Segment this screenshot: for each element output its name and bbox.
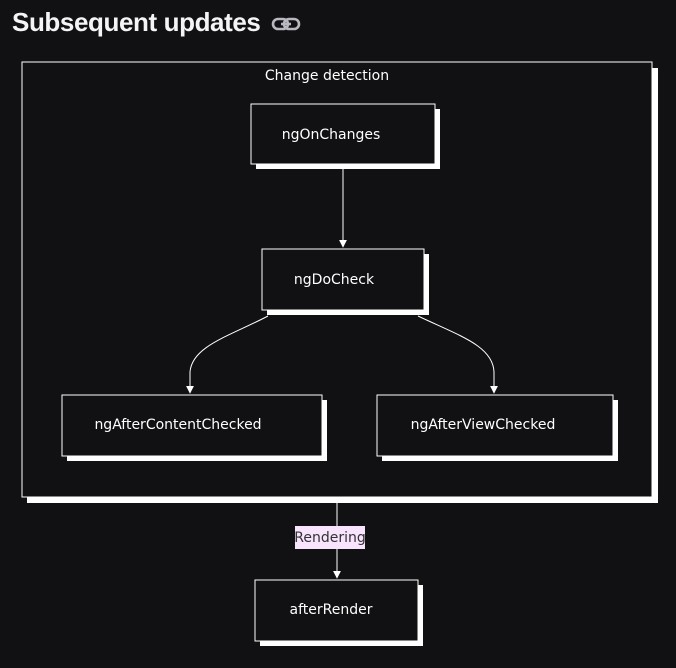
node-label: ngAfterContentChecked [94, 417, 261, 433]
edge-docheck-to-aftercontentchecked [186, 315, 269, 394]
link-icon[interactable] [271, 14, 301, 34]
node-ng-after-view-checked: ngAfterViewChecked [376, 394, 618, 461]
node-label: afterRender [290, 602, 373, 618]
node-ng-after-content-checked: ngAfterContentChecked [61, 394, 327, 461]
node-ng-do-check: ngDoCheck [261, 248, 429, 315]
node-label: ngAfterViewChecked [411, 417, 556, 433]
edges [186, 165, 498, 579]
node-label: ngOnChanges [282, 127, 381, 143]
page-title: Subsequent updates [12, 7, 261, 37]
edge-docheck-to-afterviewchecked [417, 315, 498, 394]
node-label: ngDoCheck [294, 272, 375, 288]
rendering-edge-label: Rendering [294, 526, 366, 549]
cluster-label: Change detection [265, 68, 389, 84]
rendering-label: Rendering [294, 530, 366, 546]
node-after-render: afterRender [254, 579, 423, 646]
section-heading: Subsequent updates [12, 4, 301, 40]
node-ng-on-changes: ngOnChanges [250, 103, 440, 169]
